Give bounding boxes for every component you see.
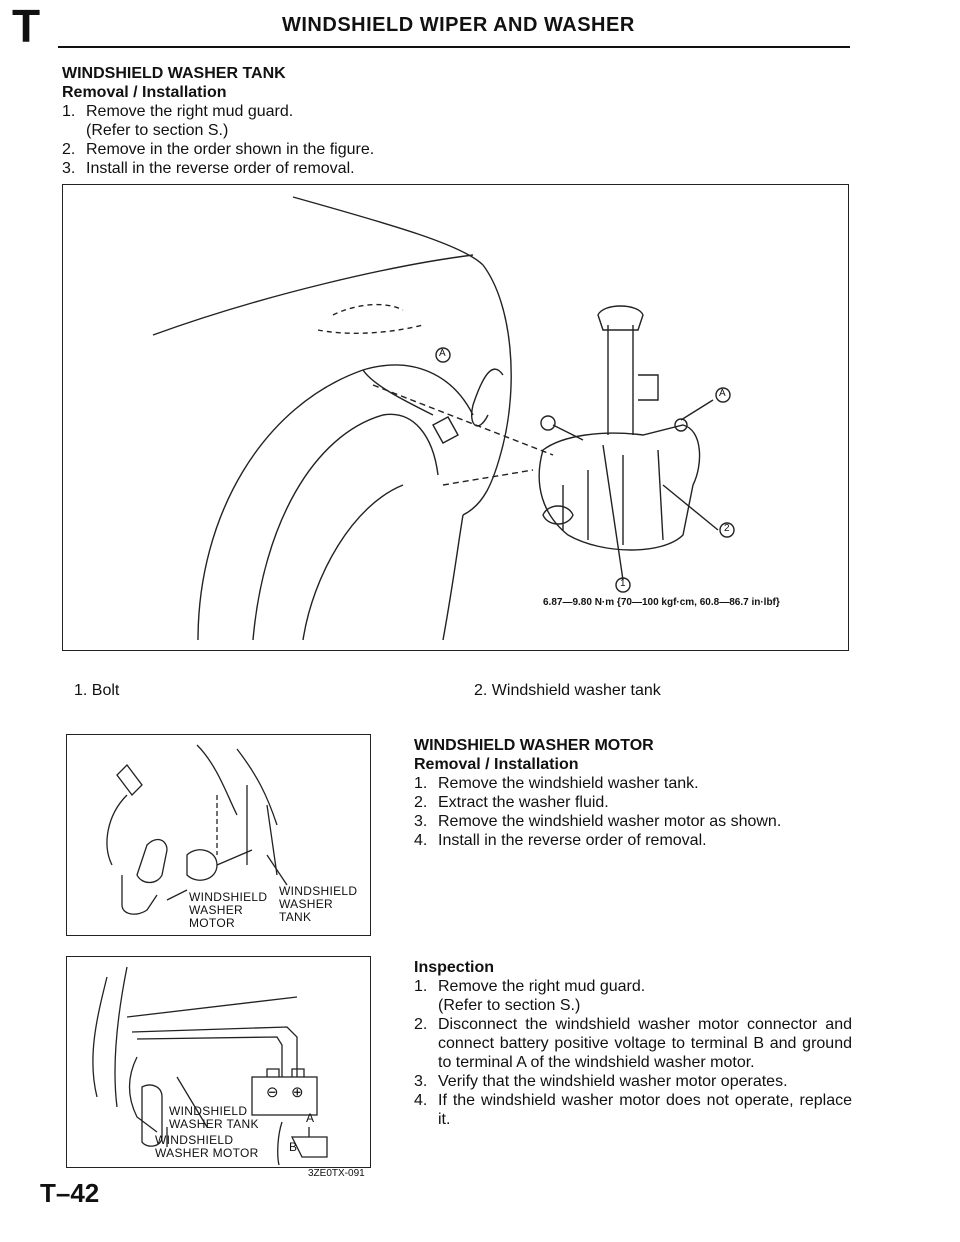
terminal-a-label: A [306,1111,315,1125]
caption-bolt: 1. Bolt [74,682,120,699]
tank-removal-illustration [152,196,735,641]
callout-a-right: A [719,388,726,399]
label-inspection-motor: WINDSHIELD WASHER MOTOR [155,1133,259,1160]
section-letter: T [12,0,41,52]
inspection-step-3: 3.Verify that the windshield washer moto… [414,1073,788,1090]
label-washer-tank: WINDSHIELD WASHER TANK [279,884,358,924]
motor-removal-figure: WINDSHIELD WASHER MOTOR WINDSHIELD WASHE… [66,734,371,936]
motor-removal-illustration [106,744,288,915]
header-rule [58,46,850,48]
tank-section-subtitle: Removal / Installation [62,84,227,101]
inspection-step-2: 2.Disconnect the windshield washer motor… [414,1016,852,1071]
torque-spec: 6.87—9.80 N·m {70—100 kgf·cm, 60.8—86.7 … [543,597,780,608]
label-washer-motor: WINDSHIELD WASHER MOTOR [189,890,268,930]
inspection-title: Inspection [414,959,495,976]
tank-removal-figure: A A 1 2 6.87—9.80 N·m {70—100 kgf·cm, 60… [62,184,849,651]
callout-a-left: A [439,348,446,359]
motor-section-subtitle: Removal / Installation [414,756,579,773]
tank-step-3: 3.Install in the reverse order of remova… [62,160,355,177]
caption-washer-tank: 2. Windshield washer tank [474,682,661,699]
page-number: T–42 [40,1178,100,1208]
inspection-step-1: 1.Remove the right mud guard.(Refer to s… [414,978,646,1014]
motor-step-1: 1.Remove the windshield washer tank. [414,775,699,792]
battery-negative: ⊖ [266,1084,279,1101]
battery-positive: ⊕ [291,1084,304,1101]
inspection-section: Inspection 1.Remove the right mud guard.… [414,958,852,1129]
motor-step-4: 4.Install in the reverse order of remova… [414,832,707,849]
callout-2: 2 [724,523,730,534]
motor-step-2: 2.Extract the washer fluid. [414,794,609,811]
callout-1: 1 [620,578,626,589]
tank-step-1: 1.Remove the right mud guard.(Refer to s… [62,103,294,139]
inspection-step-4: 4.If the windshield washer motor does no… [414,1092,852,1128]
page-title: WINDSHIELD WIPER AND WASHER [282,14,635,36]
tank-section: WINDSHIELD WASHER TANK Removal / Install… [62,64,822,178]
motor-section: WINDSHIELD WASHER MOTOR Removal / Instal… [414,736,854,850]
tank-section-title: WINDSHIELD WASHER TANK [62,65,286,82]
figure-code: 3ZE0TX-091 [308,1168,365,1179]
tank-step-2: 2.Remove in the order shown in the figur… [62,141,375,158]
motor-section-title: WINDSHIELD WASHER MOTOR [414,737,654,754]
inspection-figure: ⊖ ⊕ A B WINDSHIELD WASHER TANK WINDSHIEL… [66,956,371,1168]
label-inspection-tank: WINDSHIELD WASHER TANK [169,1104,259,1131]
motor-step-3: 3.Remove the windshield washer motor as … [414,813,782,830]
terminal-b-label: B [289,1140,298,1154]
inspection-illustration [92,966,328,1166]
